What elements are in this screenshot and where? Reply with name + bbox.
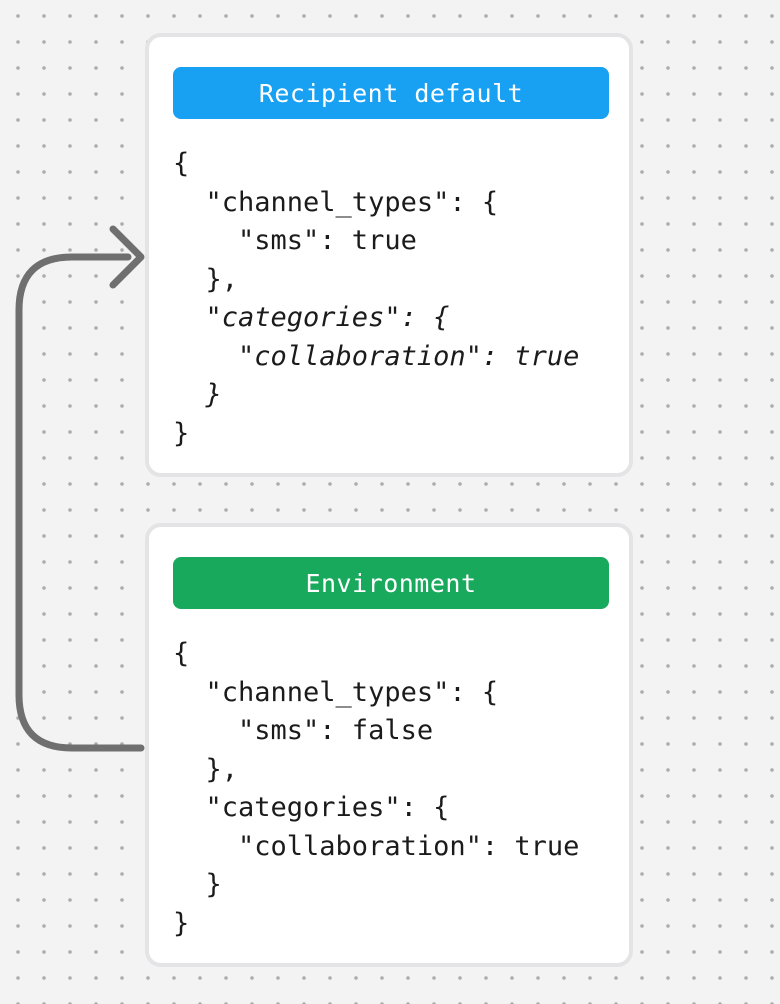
environment-code-block: { "channel_types": { "sms": false }, "ca…	[173, 635, 579, 943]
code-line: "channel_types": {	[173, 186, 499, 218]
code-line: },	[173, 263, 239, 295]
code-line: "collaboration": true	[173, 340, 580, 372]
code-line: "collaboration": true	[173, 830, 580, 862]
code-line: }	[173, 379, 222, 410]
code-line: "categories": {	[173, 792, 450, 823]
code-line: }	[173, 869, 222, 900]
recipient-default-header-badge: Recipient default	[173, 67, 609, 119]
code-line: "categories": {	[173, 302, 450, 333]
code-line: "sms": true	[173, 225, 417, 256]
environment-header-badge: Environment	[173, 557, 609, 609]
code-line: {	[173, 638, 190, 669]
code-line: {	[173, 148, 190, 179]
flow-arrow-head	[109, 225, 145, 289]
flow-arrow-line	[15, 253, 145, 752]
code-line: },	[173, 753, 239, 785]
recipient-default-card: Recipient default { "channel_types": { "…	[145, 33, 633, 477]
environment-card: Environment { "channel_types": { "sms": …	[145, 523, 633, 967]
code-line: }	[173, 417, 190, 449]
code-line: "channel_types": {	[173, 676, 499, 708]
recipient-default-code-block: { "channel_types": { "sms": true }, "cat…	[173, 145, 579, 453]
code-line: }	[173, 907, 190, 939]
code-line: "sms": false	[173, 715, 434, 746]
